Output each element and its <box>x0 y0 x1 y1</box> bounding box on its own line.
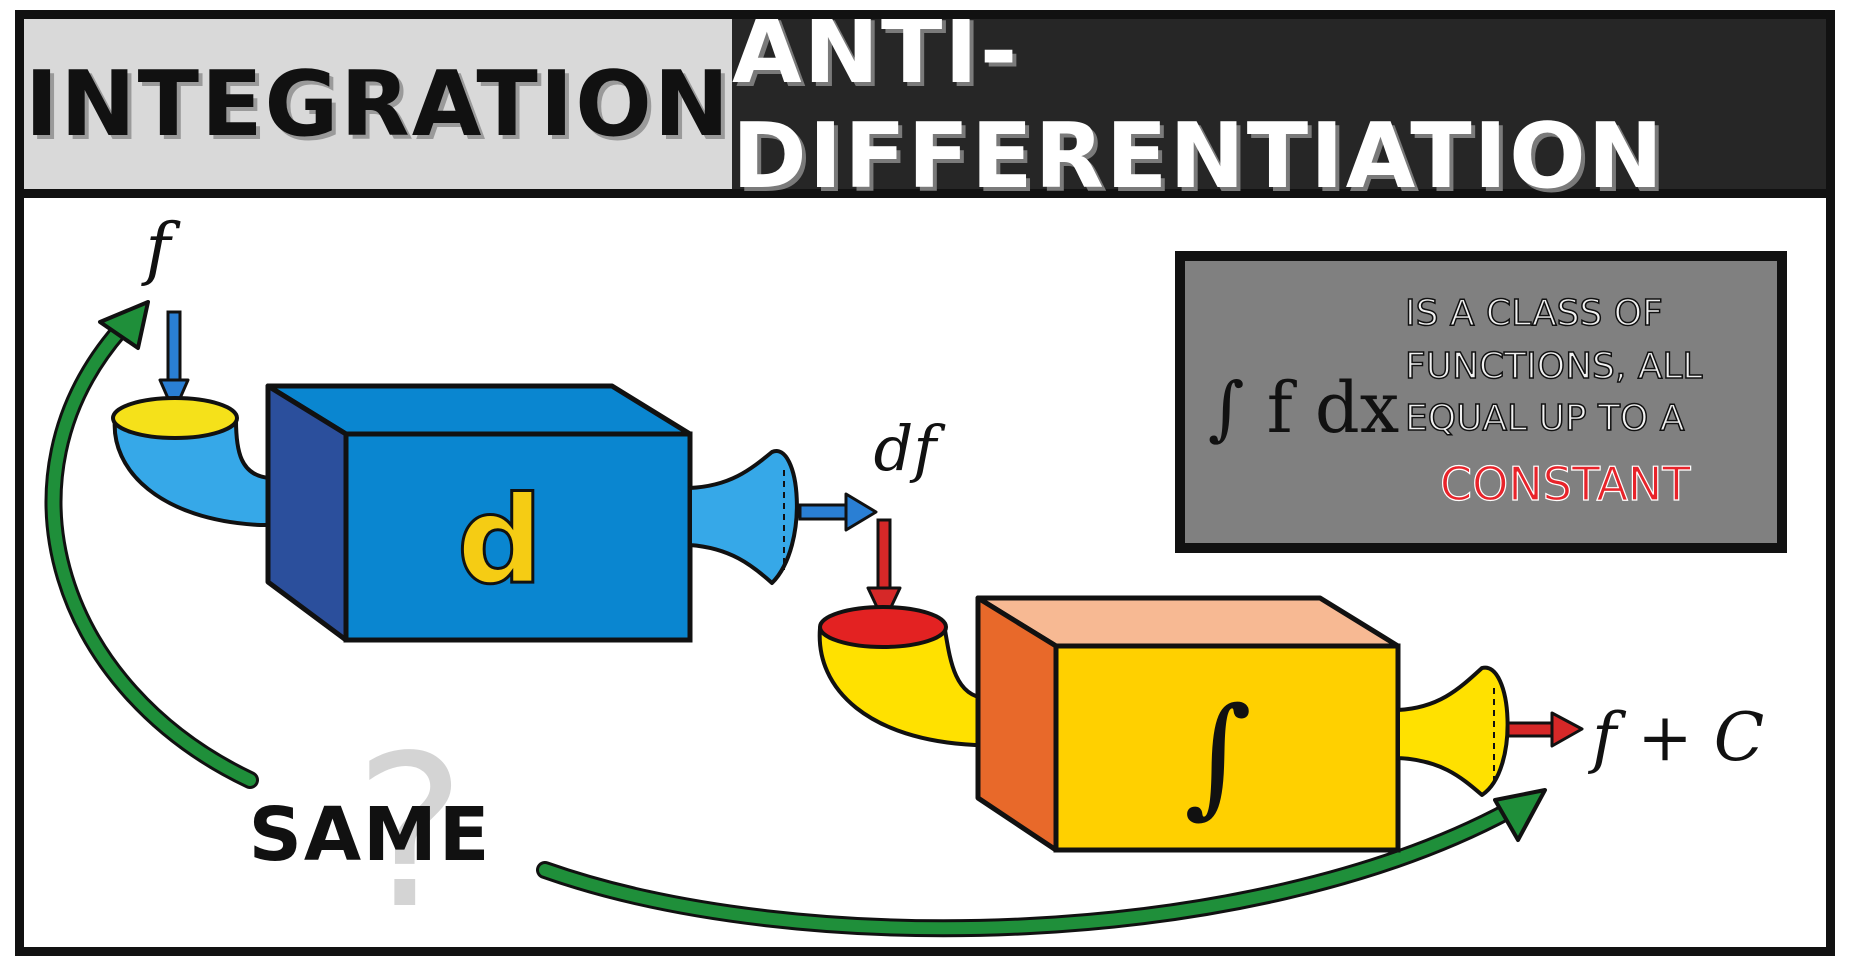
blue-input-funnel <box>111 396 314 527</box>
header-left-panel <box>24 19 732 189</box>
note-line-1: IS A CLASS OF <box>1405 293 1663 334</box>
note-line-3: EQUAL UP TO A <box>1405 398 1685 439</box>
blue-input-arrow <box>158 310 190 414</box>
header: INTEGRATION ANTI-DIFFERENTIATION <box>24 19 1826 209</box>
blue-output-arrow <box>798 492 878 532</box>
d-machine-box[interactable] <box>265 383 693 643</box>
question-mark: ? <box>354 710 465 955</box>
note-line-4-constant: CONSTANT <box>1440 457 1691 511</box>
yellow-input-funnel <box>817 605 1022 747</box>
header-divider <box>24 189 1826 198</box>
d-machine-label: d <box>457 472 543 611</box>
red-down-arrow <box>866 518 902 624</box>
same-label: SAME <box>249 792 492 878</box>
integration-title: INTEGRATION <box>24 51 732 157</box>
note-box <box>1175 251 1787 553</box>
header-right-panel <box>732 19 1826 189</box>
df-label: df <box>874 412 947 485</box>
green-arrowhead-bottom <box>1493 788 1547 842</box>
f-plus-c-label: f + C <box>1587 699 1764 776</box>
integral-machine-label: ∫ <box>1184 679 1252 831</box>
green-arrowhead-left <box>98 300 150 350</box>
yellow-output-horn <box>1396 665 1510 797</box>
note-formula: ∫ f dx <box>1208 367 1399 449</box>
input-f-label: f <box>140 210 181 289</box>
blue-output-horn <box>688 449 799 585</box>
note-line-2: FUNCTIONS, ALL <box>1405 346 1702 387</box>
integral-machine-box[interactable] <box>975 595 1401 853</box>
red-output-arrow <box>1506 711 1584 748</box>
